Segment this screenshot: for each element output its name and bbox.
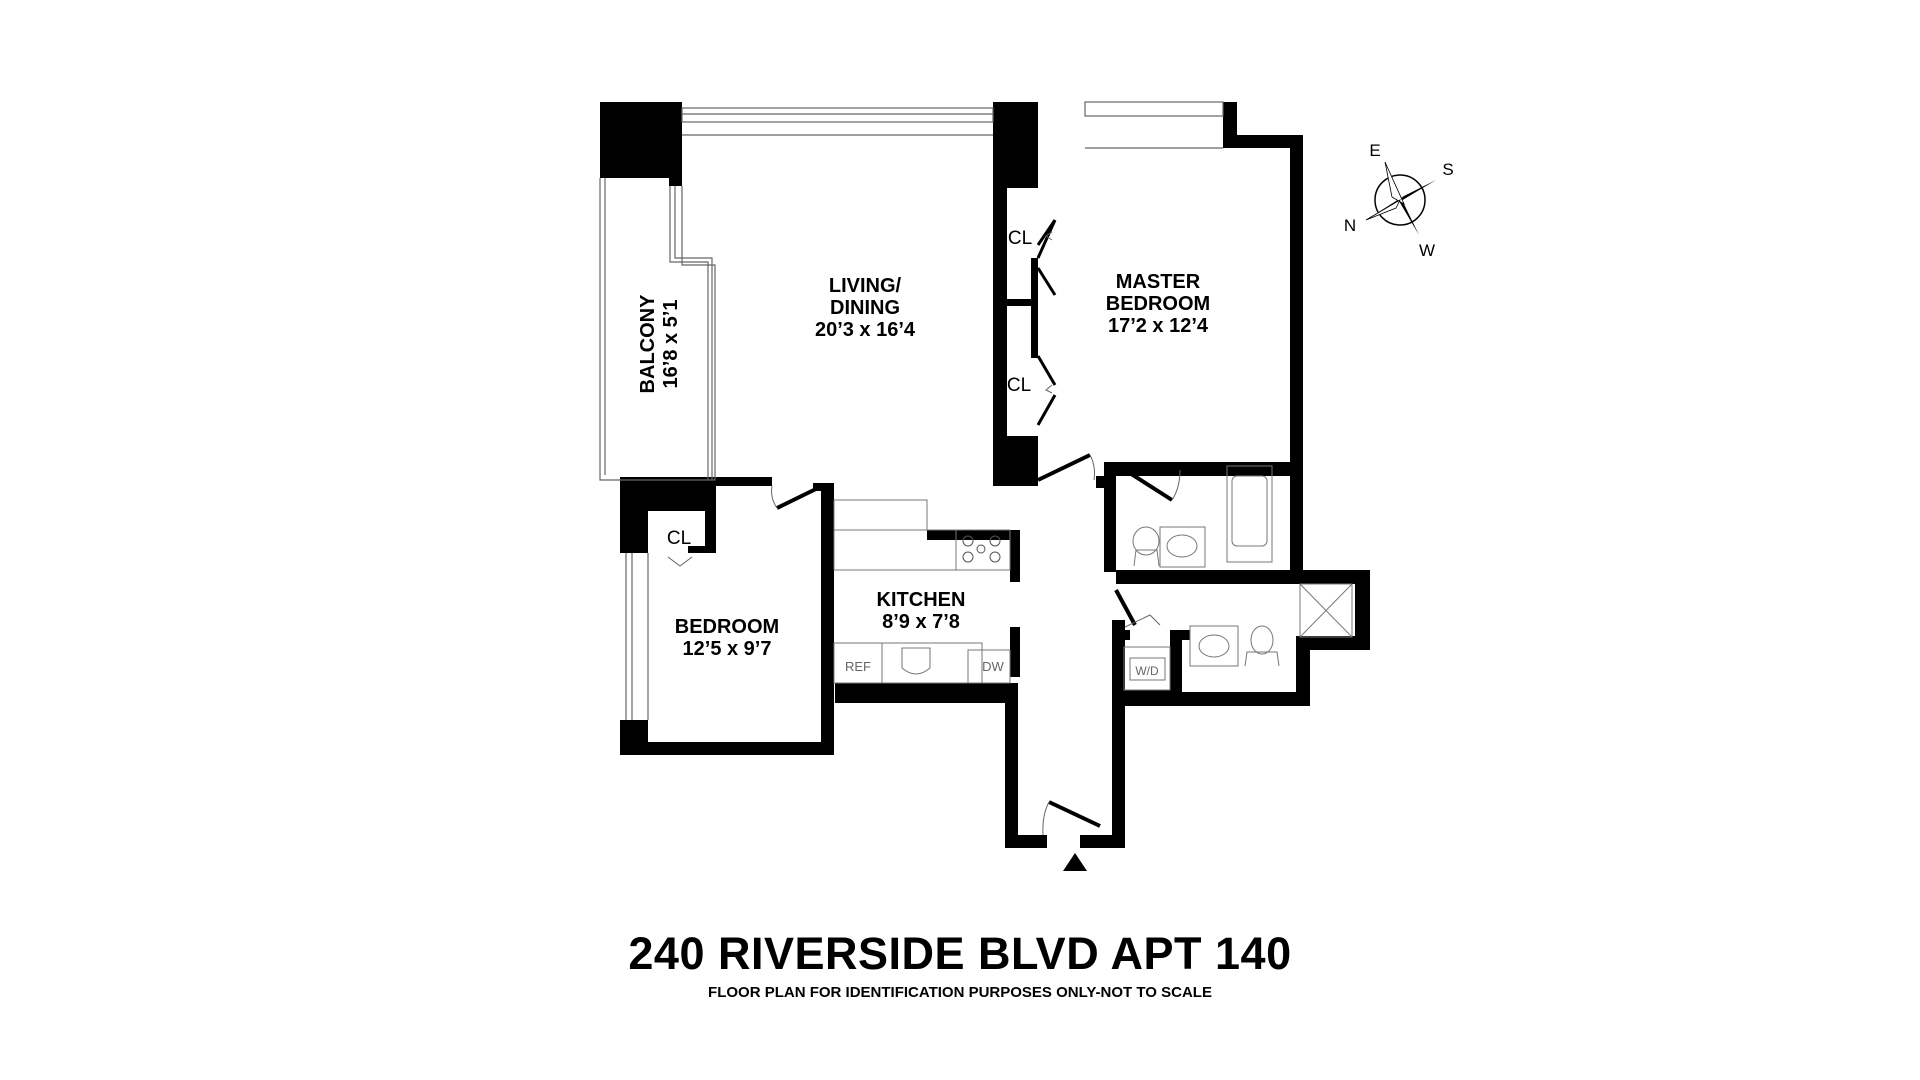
doors (776, 219, 1174, 828)
column-notch (669, 178, 682, 186)
dw-label: DW (982, 659, 1004, 674)
wd-label: W/D (1135, 664, 1159, 678)
closet-wall (705, 511, 716, 553)
living-label: DINING (830, 297, 900, 319)
room-labels: LIVING/ DINING 20’3 x 16’4 MASTER BEDROO… (637, 228, 1210, 660)
kitchen-label: KITCHEN (877, 589, 966, 611)
address-title: 240 RIVERSIDE BLVD APT 140 (628, 928, 1292, 979)
hall-east-wall (1112, 620, 1125, 848)
jamb (1170, 630, 1190, 640)
entry-jamb-left (1005, 835, 1047, 848)
shower-south-wall (1310, 636, 1370, 650)
bath-fixtures (1123, 465, 1353, 691)
master-ne-jamb (1223, 102, 1237, 148)
dishwasher (967, 649, 1011, 684)
bath-divider-wall (1116, 570, 1370, 584)
closet-jamb (1031, 258, 1038, 306)
master-label: BEDROOM (1106, 293, 1210, 315)
master-north-wall (1237, 135, 1303, 148)
bathtub (1226, 465, 1273, 563)
master-east-wall (1290, 135, 1303, 580)
wd-south-wall (1112, 690, 1182, 706)
entry-jamb-right (1080, 835, 1125, 848)
closet-label: CL (1008, 228, 1032, 249)
kitchen-east-wall (1010, 530, 1020, 582)
walls (600, 102, 1370, 848)
master-dimensions: 17’2 x 12’4 (1108, 315, 1209, 337)
compass-w: W (1419, 241, 1435, 260)
closet-divider (1007, 299, 1038, 306)
kitchen-east-wall-lower (1010, 627, 1020, 677)
bedroom-nw-block (620, 477, 716, 511)
disclaimer-subtitle: FLOOR PLAN FOR IDENTIFICATION PURPOSES O… (708, 984, 1212, 1001)
bedroom-north-wall (716, 477, 772, 486)
sink-icon (901, 647, 931, 675)
bath2-west-wall (1170, 630, 1182, 706)
bedroom-dimensions: 12’5 x 9’7 (683, 638, 772, 660)
corner-column (600, 102, 682, 178)
bath2-east-wall (1296, 636, 1310, 706)
closet-cap (1007, 182, 1038, 188)
toilet-icon (1132, 526, 1160, 556)
bath-west-wall (1104, 462, 1116, 572)
closet-jamb (688, 546, 716, 553)
jamb (1096, 476, 1104, 488)
windows (599, 101, 1224, 720)
ref-label: REF (845, 659, 871, 674)
master-window (1084, 101, 1224, 117)
master-door[interactable] (1037, 453, 1091, 482)
sink-counter (881, 642, 983, 684)
kitchen-dimensions: 8’9 x 7’8 (882, 611, 960, 633)
entry-arrow-icon (1063, 853, 1087, 871)
bedroom-label: BEDROOM (675, 616, 779, 638)
washer-dryer (1123, 646, 1171, 691)
closet-label: CL (1007, 375, 1031, 396)
balcony-label: BALCONY (637, 294, 659, 394)
master-label: MASTER (1116, 271, 1201, 293)
living-label: LIVING/ (829, 275, 902, 297)
upper-counter (833, 499, 928, 531)
hall-west-wall (1005, 690, 1018, 848)
shower (1299, 583, 1353, 638)
balcony-dimensions: 16’8 x 5’1 (660, 300, 682, 389)
entry-door[interactable] (1048, 800, 1101, 828)
jamb (813, 483, 834, 491)
living-dimensions: 20’3 x 16’4 (815, 319, 916, 341)
compass-n: N (1344, 216, 1356, 235)
bath2-south-wall (1175, 692, 1310, 706)
vanity-2 (1189, 625, 1239, 667)
shower-east-wall (1355, 570, 1370, 650)
stove (955, 529, 1011, 571)
kitchen-south-wall (835, 683, 1018, 703)
kitchen-north-wall (927, 530, 1020, 540)
corner-column (993, 102, 1038, 182)
master-west-wall (993, 182, 1007, 485)
compass-rose-icon: E S N W (1344, 141, 1454, 260)
compass-s: S (1442, 160, 1453, 179)
master-sw-column (993, 436, 1038, 486)
compass-e: E (1369, 141, 1380, 160)
vanity (1159, 526, 1206, 568)
bedroom-door[interactable] (776, 485, 821, 510)
living-window (681, 107, 994, 123)
bath2-door[interactable] (1114, 589, 1137, 626)
closet-label: CL (667, 528, 691, 549)
kitchen-fixtures (833, 499, 1011, 684)
bedroom-east-wall (821, 483, 834, 755)
bedroom-nw-block-lower (620, 511, 648, 553)
bedroom-south-wall (620, 742, 834, 755)
balcony-outline (599, 178, 716, 481)
closet-jamb (1031, 306, 1038, 358)
toilet-icon-2 (1250, 625, 1274, 655)
bath-door[interactable] (1123, 468, 1174, 502)
